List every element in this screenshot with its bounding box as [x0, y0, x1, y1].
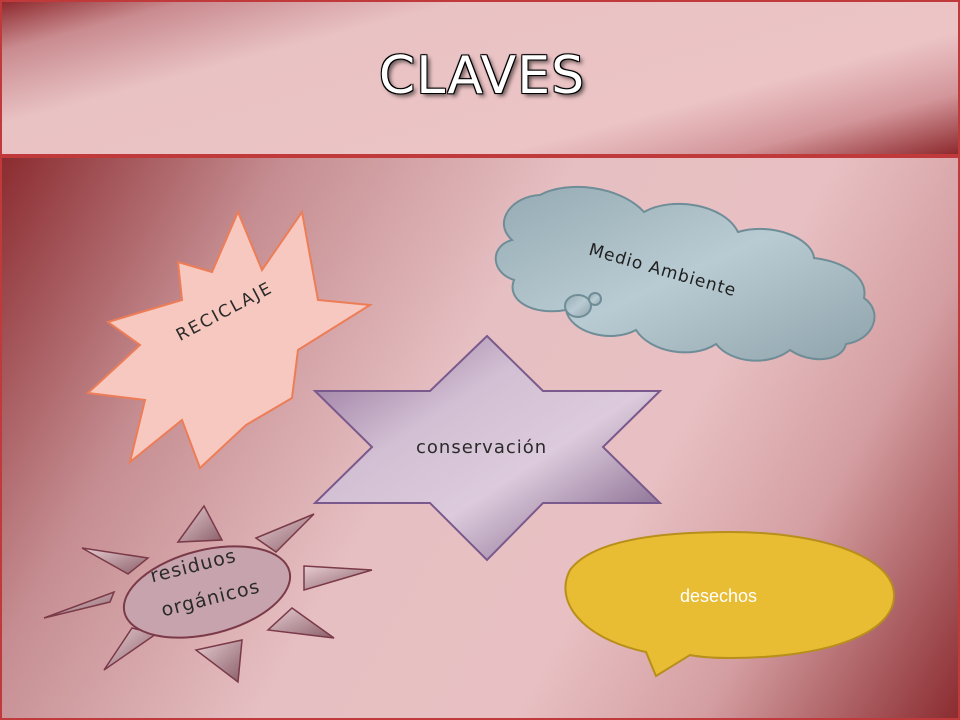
desechos-label: desechos	[680, 586, 758, 606]
reciclaje-explosion-shape[interactable]	[85, 209, 374, 470]
medio-ambiente-cloud-shape[interactable]	[494, 185, 876, 362]
cloud-tail-bubble-large	[564, 294, 592, 318]
desechos-callout-shape[interactable]	[564, 530, 896, 678]
cloud-tail-bubble-small	[588, 292, 602, 306]
slide-title: CLAVES	[378, 46, 586, 106]
slide-title-bar: CLAVES	[0, 0, 960, 156]
conservacion-label: conservación	[416, 437, 548, 458]
conservacion-star-shape[interactable]	[312, 334, 663, 562]
residuos-sun-center[interactable]	[114, 531, 299, 654]
